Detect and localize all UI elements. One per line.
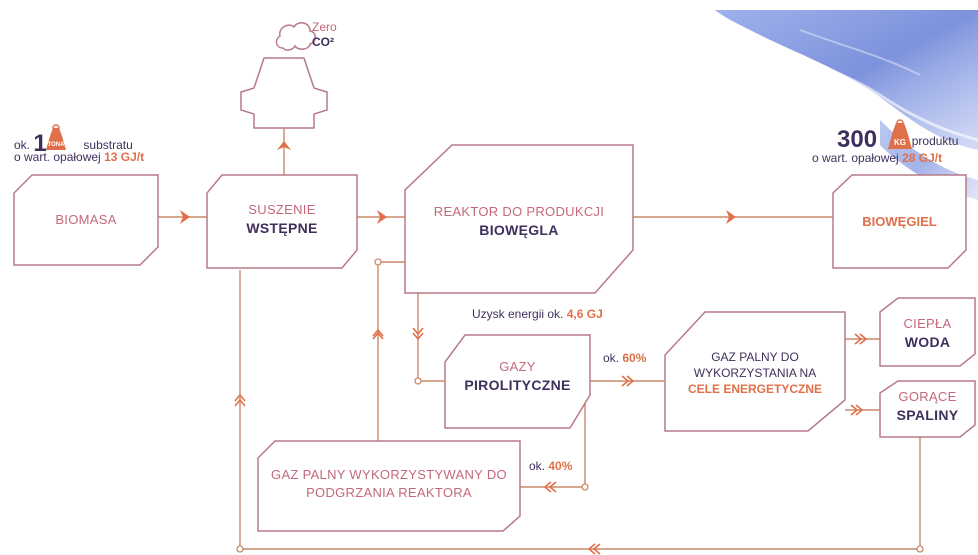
- input-suffix: substratu: [83, 138, 133, 152]
- output-suffix: produktu: [911, 134, 959, 148]
- input-amount: 1: [33, 130, 47, 157]
- box-gazy: [444, 334, 591, 429]
- reaktor-line1: REAKTOR DO PRODUKCJI: [433, 204, 605, 219]
- weight-icon: [46, 128, 66, 150]
- ciepla-woda-label: CIEPŁA WODA: [880, 315, 975, 351]
- biowegiel-text: BIOWĘGIEL: [862, 214, 937, 229]
- cloud-icon: [275, 22, 316, 51]
- flow-arrows: [180, 141, 736, 224]
- input-amount-note: ok. 1 substratu: [14, 128, 133, 159]
- output-heat-value: 28 GJ/t: [902, 151, 943, 165]
- chevron-left-icon: [587, 543, 596, 555]
- junction-dots: [236, 258, 924, 553]
- split-60-prefix: ok.: [603, 351, 620, 365]
- box-gaz-energ: [664, 311, 846, 432]
- split-60-value: 60%: [622, 351, 647, 365]
- box-suszenie: [206, 174, 358, 269]
- gaz-energ-line3: CELE ENERGETYCZNE: [687, 382, 822, 397]
- chevron-up-icon: [234, 393, 246, 402]
- arrow-icon: [277, 141, 291, 150]
- chevron-up-icon: [372, 328, 384, 337]
- energy-yield-value: 4,6 GJ: [566, 307, 603, 321]
- gaz-energ-line2: WYKORZYSTANIA NA: [693, 366, 817, 381]
- output-heat-prefix: o wart. opałowej: [812, 151, 899, 165]
- chevron-right-icon: [859, 333, 868, 345]
- ciepla-line1: CIEPŁA: [903, 316, 952, 331]
- weight-icon: [888, 123, 912, 149]
- suszenie-line2: WSTĘPNE: [246, 219, 318, 236]
- reaktor-label: REAKTOR DO PRODUKCJI BIOWĘGLA: [405, 203, 633, 239]
- chevron-right-icon: [854, 333, 863, 345]
- kg-badge-label: KG: [894, 138, 906, 147]
- flow-chevrons: [234, 327, 868, 555]
- suszenie-line1: SUSZENIE: [248, 202, 316, 217]
- input-heat-value: 13 GJ/t: [104, 150, 145, 164]
- chevron-down-icon: [412, 327, 424, 336]
- chevron-left-icon: [548, 481, 557, 493]
- box-podgrzania: [257, 440, 521, 532]
- gazy-line1: GAZY: [499, 359, 536, 374]
- output-amount: 300: [837, 126, 878, 153]
- chevron-down-icon: [412, 332, 424, 341]
- energy-yield-note: Uzysk energii ok. 4,6 GJ: [472, 307, 603, 323]
- box-gorace-spaliny: [879, 380, 976, 438]
- gorace-spaliny-label: GORĄCE SPALINY: [880, 388, 975, 424]
- reaktor-line2: BIOWĘGLA: [479, 221, 559, 238]
- process-boxes: [13, 144, 976, 532]
- box-biowegiel: [832, 174, 967, 269]
- gaz-energ-label: GAZ PALNY DO WYKORZYSTANIA NA CELE ENERG…: [665, 349, 845, 398]
- split-40-value: 40%: [548, 459, 573, 473]
- chevron-right-icon: [621, 375, 630, 387]
- input-prefix: ok.: [14, 138, 31, 152]
- chevron-up-icon: [234, 398, 246, 407]
- biomasa-text: BIOMASA: [55, 212, 117, 227]
- output-amount-note: 300 produktu: [837, 124, 958, 155]
- chevron-left-icon: [543, 481, 552, 493]
- biowegiel-label: BIOWĘGIEL: [833, 213, 966, 231]
- split-40-prefix: ok.: [529, 459, 546, 473]
- split-60-note: ok. 60%: [603, 351, 646, 365]
- gorace-line2: SPALINY: [896, 406, 959, 423]
- suszenie-label: SUSZENIE WSTĘPNE: [207, 201, 357, 237]
- split-40-note: ok. 40%: [529, 459, 572, 473]
- gaz-energ-line1: GAZ PALNY DO: [711, 350, 799, 364]
- input-heat-prefix: o wart. opałowej: [14, 150, 101, 164]
- box-reaktor: [404, 144, 634, 294]
- arrow-icon: [377, 210, 387, 224]
- output-heat-note: o wart. opałowej 28 GJ/t: [812, 151, 942, 167]
- gazy-line2: PIROLITYCZNE: [464, 376, 571, 393]
- chevron-up-icon: [372, 331, 384, 340]
- zero-label: Zero: [312, 20, 337, 34]
- arrow-icon: [726, 210, 736, 224]
- chevron-right-icon: [855, 404, 864, 416]
- box-ciepla-woda: [879, 297, 976, 367]
- podgrz-line1: GAZ PALNY WYKORZYSTYWANY DO: [271, 467, 507, 482]
- box-biomasa: [13, 174, 159, 266]
- chevron-right-icon: [850, 404, 859, 416]
- ciepla-line2: WODA: [904, 333, 951, 350]
- tona-badge-label: TONA: [47, 142, 65, 148]
- water-decoration: [715, 10, 978, 200]
- energy-yield-prefix: Uzysk energii ok.: [472, 307, 564, 321]
- gorace-line1: GORĄCE: [898, 389, 957, 404]
- dryer-chimney-icon: [240, 57, 328, 129]
- biomasa-label: BIOMASA: [14, 211, 158, 229]
- input-heat-note: o wart. opałowej 13 GJ/t: [14, 150, 144, 166]
- weight-badges: [46, 119, 912, 150]
- co2-label: CO²: [312, 35, 334, 49]
- chevron-right-icon: [626, 375, 635, 387]
- chevron-left-icon: [592, 543, 601, 555]
- gazy-label: GAZY PIROLITYCZNE: [445, 358, 590, 394]
- podgrz-line2: PODGRZANIA REAKTORA: [306, 484, 472, 500]
- arrow-icon: [180, 210, 190, 224]
- podgrzania-label: GAZ PALNY WYKORZYSTYWANY DO PODGRZANIA R…: [258, 466, 520, 501]
